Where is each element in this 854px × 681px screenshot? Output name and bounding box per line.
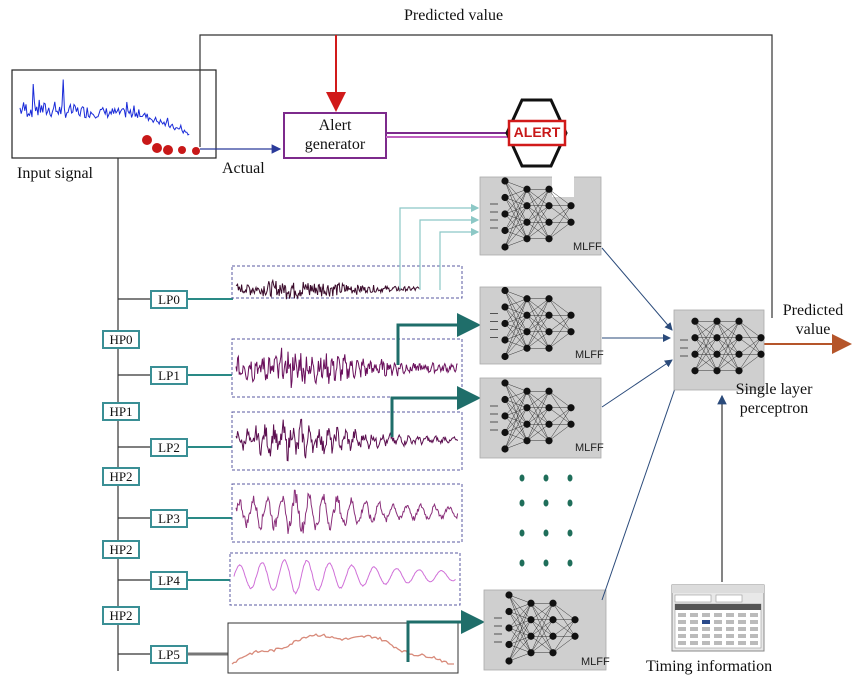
mlff-tag-3: MLFF (575, 442, 604, 454)
predicted-value-right-line1: Predicted (782, 302, 844, 319)
ellipsis-dots (519, 474, 573, 567)
mlff-network-3 (479, 377, 602, 459)
lp2-to-mlff3-arrow (390, 386, 481, 437)
input-signal-wave (19, 79, 190, 136)
alert-generator-box (283, 112, 387, 159)
filter-lp1: LP1 (150, 366, 188, 385)
alert-generator-line1: Alert (318, 117, 352, 134)
filter-hp2-b: HP2 (102, 540, 140, 559)
mlff-tag-4: MLFF (581, 656, 610, 668)
single-layer-perceptron-label: Single layer perceptron (722, 380, 826, 418)
predicted-value-top-label: Predicted value (404, 7, 504, 24)
alert-generator-line2: generator (304, 136, 366, 153)
filter-hp2-c: HP2 (102, 606, 140, 625)
lp1-to-mlff2-arrow (396, 313, 481, 365)
alert-sign-text: ALERT (513, 124, 561, 140)
input-signal-label: Input signal (17, 165, 93, 182)
band-waves (231, 278, 459, 665)
actual-label: Actual (222, 160, 265, 177)
single-layer-line2: perceptron (739, 400, 809, 417)
mlff-network-4 (483, 589, 607, 671)
band-panel-lp5 (227, 622, 459, 674)
alert-sign-rect (507, 119, 567, 147)
filter-lp5: LP5 (150, 645, 188, 664)
band-panel-lp3 (231, 483, 463, 543)
filter-lp3: LP3 (150, 509, 188, 528)
filter-lp2: LP2 (150, 438, 188, 457)
predicted-value-right-line2: value (795, 321, 831, 338)
actual-points (142, 135, 200, 155)
filter-hp2-a: HP2 (102, 467, 140, 486)
predicted-value-right-label: Predicted value (772, 301, 854, 339)
filter-lp0: LP0 (150, 290, 188, 309)
alert-generator-label: Alert generator (284, 116, 386, 154)
lp5-to-mlff4-arrow (406, 610, 485, 662)
calendar-icon (671, 584, 765, 652)
filter-lp4: LP4 (150, 571, 188, 590)
band-panel-lp2 (231, 411, 463, 471)
filter-hp0: HP0 (102, 330, 140, 349)
mlff-network-2 (479, 286, 602, 365)
feedback-line (199, 34, 773, 318)
single-layer-perceptron (673, 309, 765, 391)
input-signal-box (11, 69, 217, 159)
mlff-network-1 (479, 175, 602, 256)
mlff-panels (479, 175, 607, 671)
filter-hp1: HP1 (102, 402, 140, 421)
timing-information-label: Timing information (646, 658, 773, 675)
single-layer-line1: Single layer (735, 381, 813, 398)
lp0-to-mlff1-arrows (399, 203, 480, 290)
mlff-tag-1: MLFF (573, 241, 602, 253)
mlff-tag-2: MLFF (575, 349, 604, 361)
mlff-to-perceptron-arrows (601, 247, 682, 601)
